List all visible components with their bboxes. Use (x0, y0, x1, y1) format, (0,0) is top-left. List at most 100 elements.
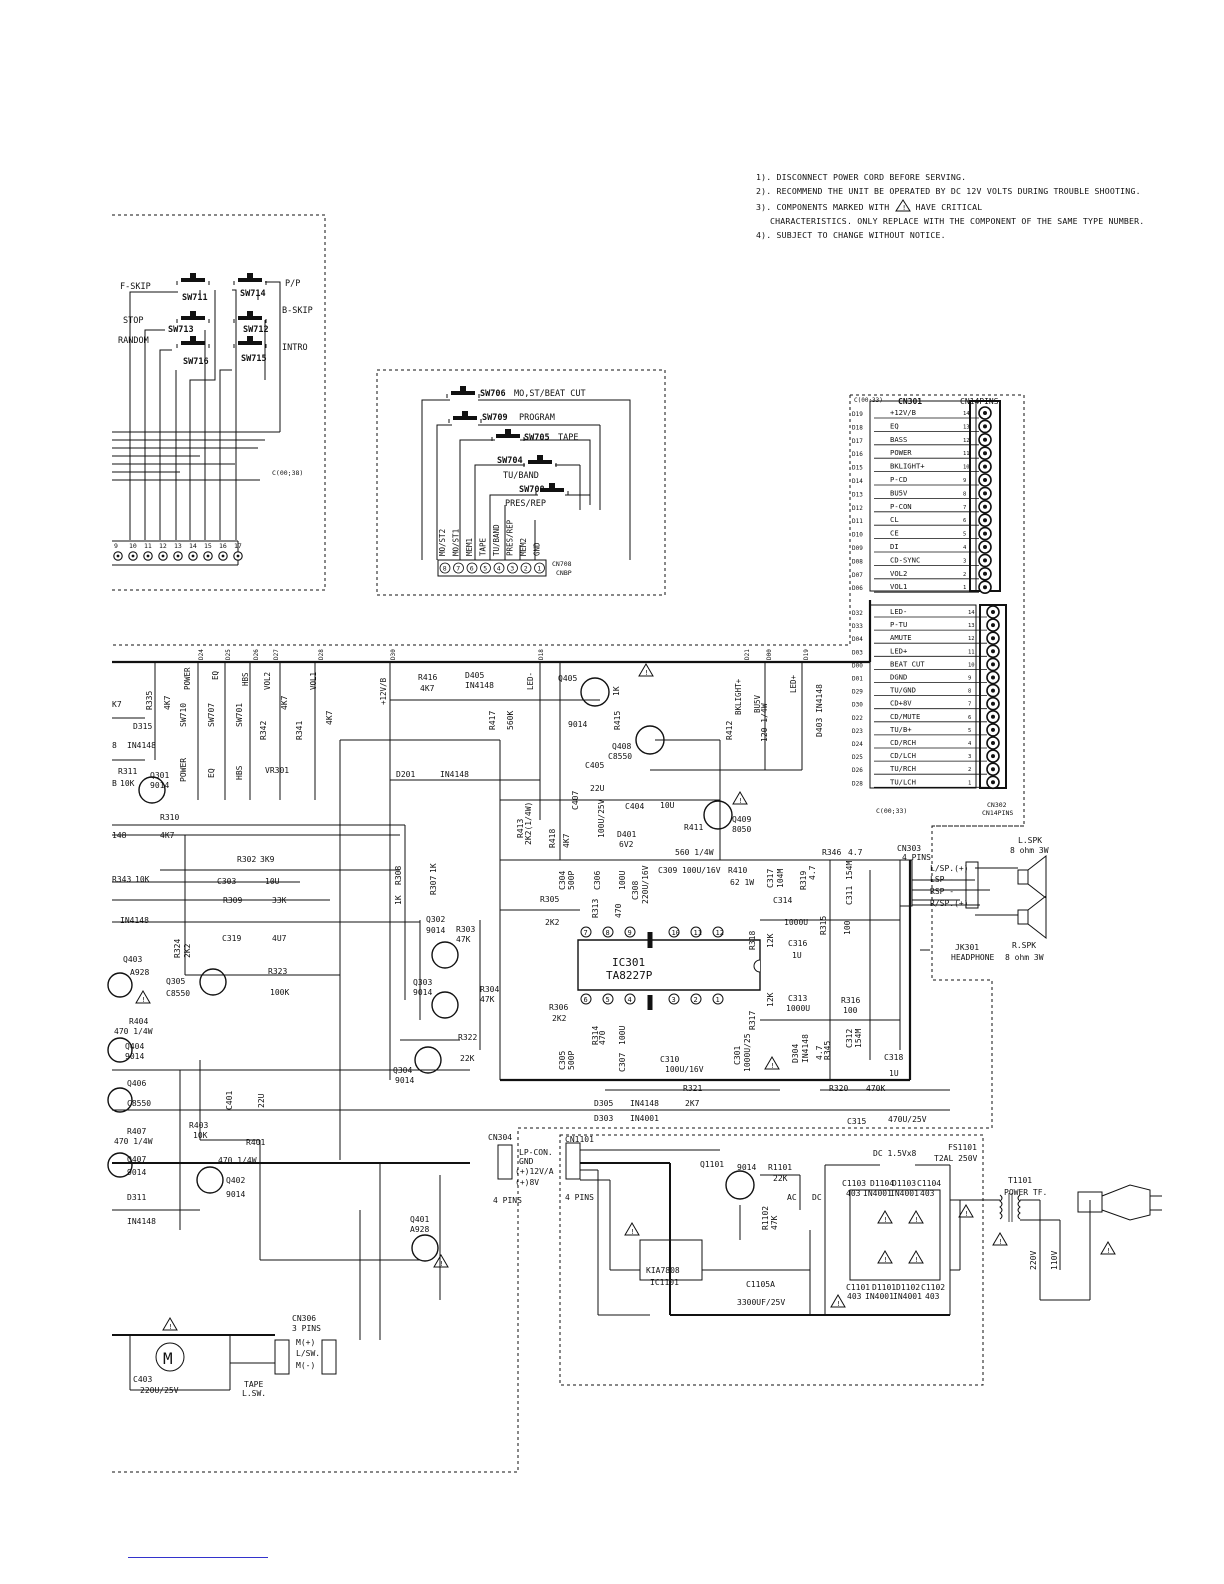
cn302-signal: TU/B+ (890, 725, 912, 734)
c1104: C1104 (917, 1179, 941, 1188)
q305-value: C8550 (166, 989, 190, 998)
r401-value: 470 1/4W (218, 1156, 257, 1165)
cn301-net: D08 (852, 558, 863, 565)
ic301-pin-label: 6 (584, 996, 588, 1004)
c1101: C1101 (846, 1283, 870, 1292)
label-cn708: CN708 (552, 560, 572, 568)
cn302-net: D28 (852, 780, 863, 787)
lspk: L.SPK (1018, 836, 1042, 845)
sw713-button (176, 310, 210, 324)
label-sw706: SW706 (480, 389, 506, 399)
r345-value: 4.7 (815, 1045, 824, 1060)
bus-bu5v: BU5V (753, 694, 762, 713)
q405: Q405 (558, 674, 577, 683)
c310: C310 (660, 1055, 679, 1064)
cn301-net: D13 (852, 491, 863, 498)
ic1101: IC1101 (650, 1278, 679, 1287)
cn303: CN303 (897, 844, 921, 853)
q403-value: A928 (130, 968, 149, 977)
r341-value: 4K7 (325, 710, 334, 725)
bus-d26: D26 (253, 649, 260, 660)
cn301-net: D11 (852, 518, 863, 525)
cn301-net: D19 (852, 411, 863, 418)
cn301-pin-num: 6 (963, 518, 966, 524)
q304-value: 9014 (395, 1076, 414, 1085)
kp2-signal: TU/BAND (492, 524, 501, 556)
cn301-signal: CD-SYNC (890, 555, 920, 564)
d303-value: IN4001 (630, 1114, 659, 1123)
cn301-signal: BKLIGHT+ (890, 462, 925, 471)
lsp-minus: LSP - (930, 875, 954, 884)
kp1-pin-icon (158, 551, 168, 561)
label-8: 8 (112, 741, 117, 750)
r306: R306 (549, 1003, 568, 1012)
cn306: CN306 (292, 1314, 316, 1323)
label-sw709-fn: PROGRAM (519, 413, 555, 423)
d311-value: IN4148 (127, 1217, 156, 1226)
in148-left: 148 (112, 831, 127, 840)
kia7808: KIA7808 (646, 1266, 680, 1275)
r315-value: 100 (843, 920, 852, 935)
r319: R319 (799, 871, 808, 890)
cn306-value: 3 PINS (292, 1324, 321, 1333)
cn301-header: C(00;33) CN301 CN14PINS (854, 397, 999, 406)
q303-value: 9014 (413, 988, 432, 997)
r318: R318 (748, 931, 757, 950)
cn302-net: D33 (852, 623, 863, 630)
c309-value: 100U/16V (682, 866, 721, 875)
ic301-pin-icon (712, 993, 724, 1005)
cn302-pin-icon (986, 618, 1000, 632)
r305: R305 (540, 895, 559, 904)
cn301-pin-num: 5 (963, 532, 966, 538)
ic301-pin-icon (624, 993, 636, 1005)
label-sw711: SW711 (182, 293, 208, 303)
kp2-pin-icon (480, 562, 491, 574)
cn302-pin-icon (986, 696, 1000, 711)
kp2-pin-label: 1 (537, 565, 541, 573)
cn301-signal: BU5V (890, 488, 908, 497)
c404: C404 (625, 802, 644, 811)
kp1-pin-icon (173, 551, 183, 561)
tape-lsw-2: L.SW. (242, 1389, 266, 1398)
c404-value: 10U (660, 801, 675, 810)
cn301-pin-icon (978, 432, 992, 447)
cn302-net: D22 (852, 715, 863, 722)
q303: Q303 (413, 978, 432, 987)
sw716-button (176, 335, 210, 349)
ic301-pin-icon (624, 926, 636, 938)
sw707: SW707 (207, 703, 216, 727)
c317-value: 104M (776, 869, 785, 888)
r302: R302 (237, 855, 256, 864)
cn302-pin-num: 7 (968, 702, 971, 708)
cn301-pin-num: 4 (963, 545, 967, 551)
kp1-pin-label: 16 (219, 542, 227, 550)
c318: C318 (884, 1053, 903, 1062)
r310: R310 (160, 813, 179, 822)
warning-triangle-icon (638, 663, 654, 678)
sw711-button (176, 272, 210, 286)
c314-value: 1000U (784, 918, 808, 927)
r404: R404 (129, 1017, 148, 1026)
cn301-net: D15 (852, 465, 863, 472)
cn301-signal: POWER (890, 448, 912, 457)
ic301-pin-label: 4 (628, 996, 632, 1004)
q301: Q301 (150, 771, 169, 780)
cn302-signal: P-TU (890, 620, 907, 629)
r309: R309 (223, 896, 242, 905)
ic301-pin-label: 10 (672, 929, 680, 937)
d304: D304 (791, 1044, 800, 1063)
label-sw705-fn: TAPE (558, 433, 578, 443)
label-sw708-fn: PRES/REP (505, 499, 546, 509)
c319-value: 4U7 (272, 934, 287, 943)
cn306-m-plus: M(+) (296, 1338, 315, 1347)
c308: C308 (631, 881, 640, 900)
cn301-pin-num: 12 (963, 438, 970, 444)
r335-value: 4K7 (163, 695, 172, 710)
cn302-pin-icon (986, 657, 1000, 672)
c1102-value: 403 (925, 1292, 940, 1301)
c305-value: 500P (567, 1051, 576, 1070)
ic301-pin-icon (602, 926, 614, 938)
r410: R410 (728, 866, 747, 875)
cn301-sub: CN14PINS (960, 397, 999, 406)
